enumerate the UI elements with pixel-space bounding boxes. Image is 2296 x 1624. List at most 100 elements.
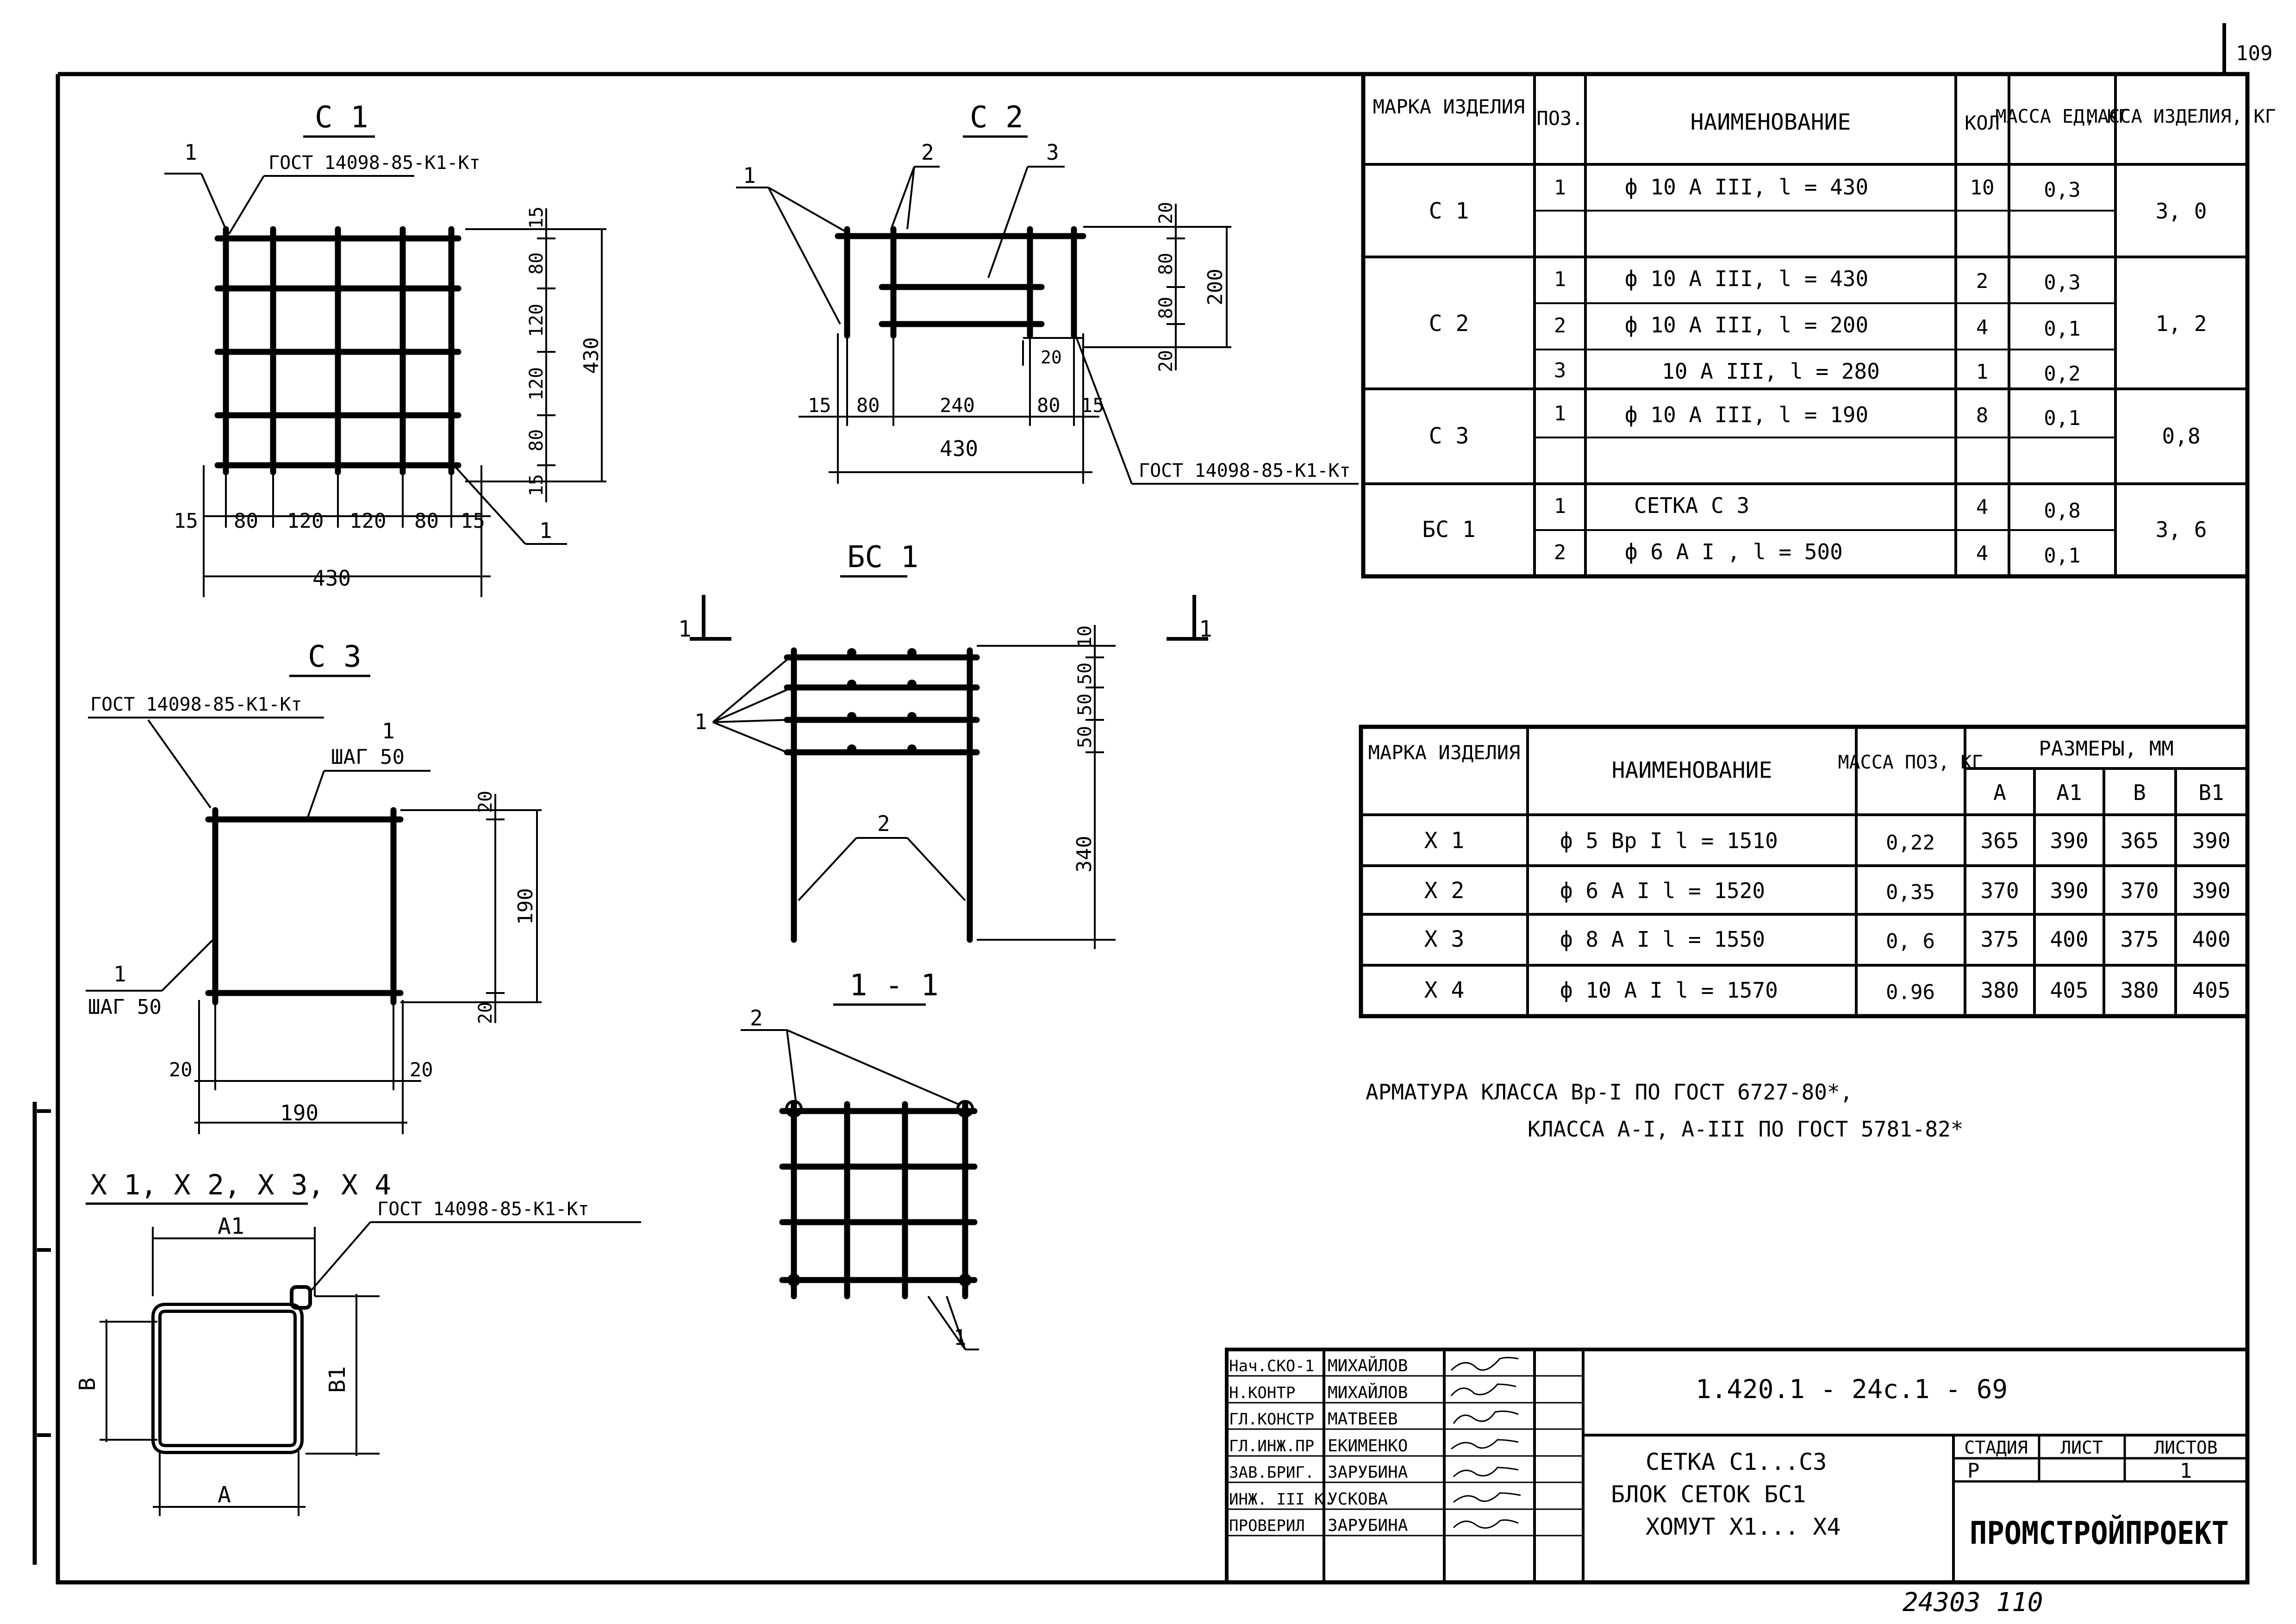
clamp-row: Х 1 ф 5 Вр I l = 1510 0,22 365 390 365 3… <box>1424 828 2231 855</box>
spec-table: МАРКА ИЗДЕЛИЯ ПОЗ. НАИМЕНОВАНИЕ КОЛ МАСС… <box>1361 72 2276 579</box>
bc1-pos1-label: 1 <box>694 709 707 734</box>
clamp-cell-b1: 390 <box>2192 828 2230 853</box>
stage-value: Р <box>1967 1459 1980 1483</box>
signature-row: ГЛ.КОНСТР МАТВЕЕВ <box>1229 1410 1519 1429</box>
spec-cell-qty: 1 <box>1976 360 1989 384</box>
section-title: 1 - 1 <box>849 968 939 1003</box>
spec-row: 1 ф 10 А III, l = 430 2 0,3 <box>1554 266 2081 294</box>
signature-name: ЗАРУБИНА <box>1328 1516 1408 1535</box>
c2-dim-v-total: 200 <box>1204 269 1227 305</box>
c1-dim-v2: 120 <box>526 304 547 337</box>
clamp-row: Х 4 ф 10 А I l = 1570 0.96 380 405 380 4… <box>1424 977 2231 1004</box>
spec-total: 3, 6 <box>2156 517 2207 542</box>
clamp-header-dims: РАЗМЕРЫ, ММ <box>2039 737 2173 761</box>
signature-role: Н.КОНТР <box>1229 1384 1295 1402</box>
bc1-pos2-label: 2 <box>877 811 890 836</box>
signature-role: ЗАВ.БРИГ. <box>1229 1463 1314 1482</box>
view-c2: С 2 1 2 3 20 80 80 20 200 <box>736 100 1359 485</box>
spec-header-qty: КОЛ <box>1965 112 2000 134</box>
clamp-row: Х 2 ф 6 А I l = 1520 0,35 370 390 370 39… <box>1424 878 2231 904</box>
view-c1: С 1 1 ГОСТ 14098-85-К1-Кт 15 80 120 120 … <box>164 100 606 597</box>
spec-cell-pos: 3 <box>1554 359 1566 382</box>
c1-dim-h3: 120 <box>349 509 386 533</box>
c2-gost-label: ГОСТ 14098-85-К1-Кт <box>1139 460 1351 481</box>
spec-mark: БС 1 <box>1422 517 1476 543</box>
signature-role: ГЛ.КОНСТР <box>1229 1410 1314 1429</box>
c2-dim-v2: 80 <box>1155 297 1177 319</box>
spec-header-pos: ПОЗ. <box>1536 107 1583 130</box>
sheet-number: 109 <box>2236 42 2272 65</box>
signature-row: ЗАВ.БРИГ. ЗАРУБИНА <box>1229 1463 1519 1482</box>
spec-cell-unit: 0,8 <box>2044 499 2080 523</box>
c3-dim-h0: 20 <box>169 1058 193 1081</box>
c3-gost-label: ГОСТ 14098-85-К1-Кт <box>90 694 302 715</box>
bc1-dim-v4: 340 <box>1073 836 1096 872</box>
clamp-cell-mark: Х 3 <box>1424 926 1465 952</box>
spec-cell-pos: 2 <box>1554 314 1566 337</box>
c2-dim-h2: 240 <box>940 394 975 417</box>
c2-dim-v1: 80 <box>1155 253 1177 275</box>
bc1-cut-left: 1 <box>678 616 692 642</box>
bc1-dim-v1: 50 <box>1074 662 1096 685</box>
spec-cell-qty: 4 <box>1976 495 1989 519</box>
c2-dim-v0: 20 <box>1155 202 1177 224</box>
spec-header-name: НАИМЕНОВАНИЕ <box>1691 109 1851 135</box>
clamp-table: МАРКА ИЗДЕЛИЯ НАИМЕНОВАНИЕ МАССА ПОЗ, КГ… <box>1359 725 2250 1018</box>
spec-header-mark: МАРКА ИЗДЕЛИЯ <box>1373 95 1525 118</box>
c1-dim-h-total: 430 <box>312 566 351 591</box>
c1-dim-v3: 120 <box>526 367 547 400</box>
notes: АРМАТУРА КЛАССА Вр-I ПО ГОСТ 6727-80*, К… <box>1366 1080 1964 1142</box>
signature-name: ЕКИМЕНКО <box>1328 1437 1408 1455</box>
signature-role: Нач.СКО-1 <box>1229 1357 1314 1375</box>
spec-row: 3 10 А III, l = 280 1 0,2 <box>1554 359 2081 386</box>
note-line: КЛАССА А-I, А-III ПО ГОСТ 5781-82* <box>1528 1117 1964 1142</box>
c2-dim-inner: 20 <box>1041 347 1062 368</box>
spec-cell-name: 10 А III, l = 280 <box>1662 359 1880 384</box>
signature-role: ИНЖ. III К. <box>1229 1490 1333 1509</box>
view-bc1: БС 1 1 1 10 50 50 50 340 <box>678 540 1212 949</box>
c2-dim-h0: 15 <box>808 394 831 417</box>
c1-dim-v5: 15 <box>526 474 547 496</box>
spec-cell-qty: 10 <box>1970 176 1995 200</box>
clamp-header-mark: МАРКА ИЗДЕЛИЯ <box>1368 741 1521 764</box>
bc1-dim-v0: 10 <box>1074 625 1096 648</box>
clamp-cell-b: 365 <box>2120 828 2159 853</box>
spec-cell-name: ф 10 А III, l = 430 <box>1625 266 1868 291</box>
view-section-1-1: 1 - 1 2 1 <box>741 968 979 1350</box>
sheet-label: ЛИСТ <box>2060 1437 2103 1458</box>
clamp-row: Х 3 ф 8 А I l = 1550 0, 6 375 400 375 40… <box>1424 926 2231 953</box>
x-dim-b1: В1 <box>324 1366 350 1393</box>
c1-dim-v0: 15 <box>526 206 547 229</box>
c1-dim-h2: 120 <box>287 509 324 533</box>
c1-pos1-label: 1 <box>184 140 197 165</box>
signature-name: МИХАЙЛОВ <box>1328 1383 1408 1402</box>
c1-title: С 1 <box>315 100 368 135</box>
signature-name: УСКОВА <box>1328 1490 1388 1509</box>
spec-cell-unit: 0,2 <box>2044 362 2080 386</box>
spec-cell-qty: 4 <box>1976 542 1989 565</box>
clamp-cell-name: ф 10 А I l = 1570 <box>1560 978 1778 1003</box>
c2-pos3-label: 3 <box>1046 140 1059 165</box>
c2-dim-h4: 15 <box>1081 394 1104 417</box>
signature-scribble <box>1453 1492 1521 1503</box>
c1-dim-h5: 15 <box>461 509 485 533</box>
signature-row: Н.КОНТР МИХАЙЛОВ <box>1229 1383 1516 1402</box>
clamp-cell-a: 365 <box>1980 828 2019 853</box>
c3-step-left: ШАГ 50 <box>88 995 162 1019</box>
x-dim-a: А <box>218 1482 231 1508</box>
signature-name: МИХАЙЛОВ <box>1328 1356 1408 1375</box>
view-x: Х 1, Х 2, Х 3, Х 4 ГОСТ 14098-85-К1-Кт А… <box>75 1169 641 1516</box>
spec-row: 1 ф 10 А III, l = 190 8 0,1 <box>1554 402 2081 430</box>
c3-title: С 3 <box>308 640 362 674</box>
x-gost-label: ГОСТ 14098-85-К1-Кт <box>377 1199 589 1220</box>
signature-scribble <box>1451 1439 1519 1450</box>
c1-dim-v1: 80 <box>526 252 547 275</box>
spec-cell-unit: 0,1 <box>2044 406 2080 430</box>
spec-cell-pos: 1 <box>1554 176 1566 200</box>
signature-scribble <box>1450 1357 1519 1371</box>
c2-pos1-label: 1 <box>743 163 756 188</box>
clamp-cell-b: 370 <box>2120 878 2159 903</box>
doc-description-line: БЛОК СЕТОК БС1 <box>1611 1481 1806 1508</box>
bc1-dim-v3: 50 <box>1074 726 1096 748</box>
clamp-cell-b: 380 <box>2120 978 2159 1003</box>
